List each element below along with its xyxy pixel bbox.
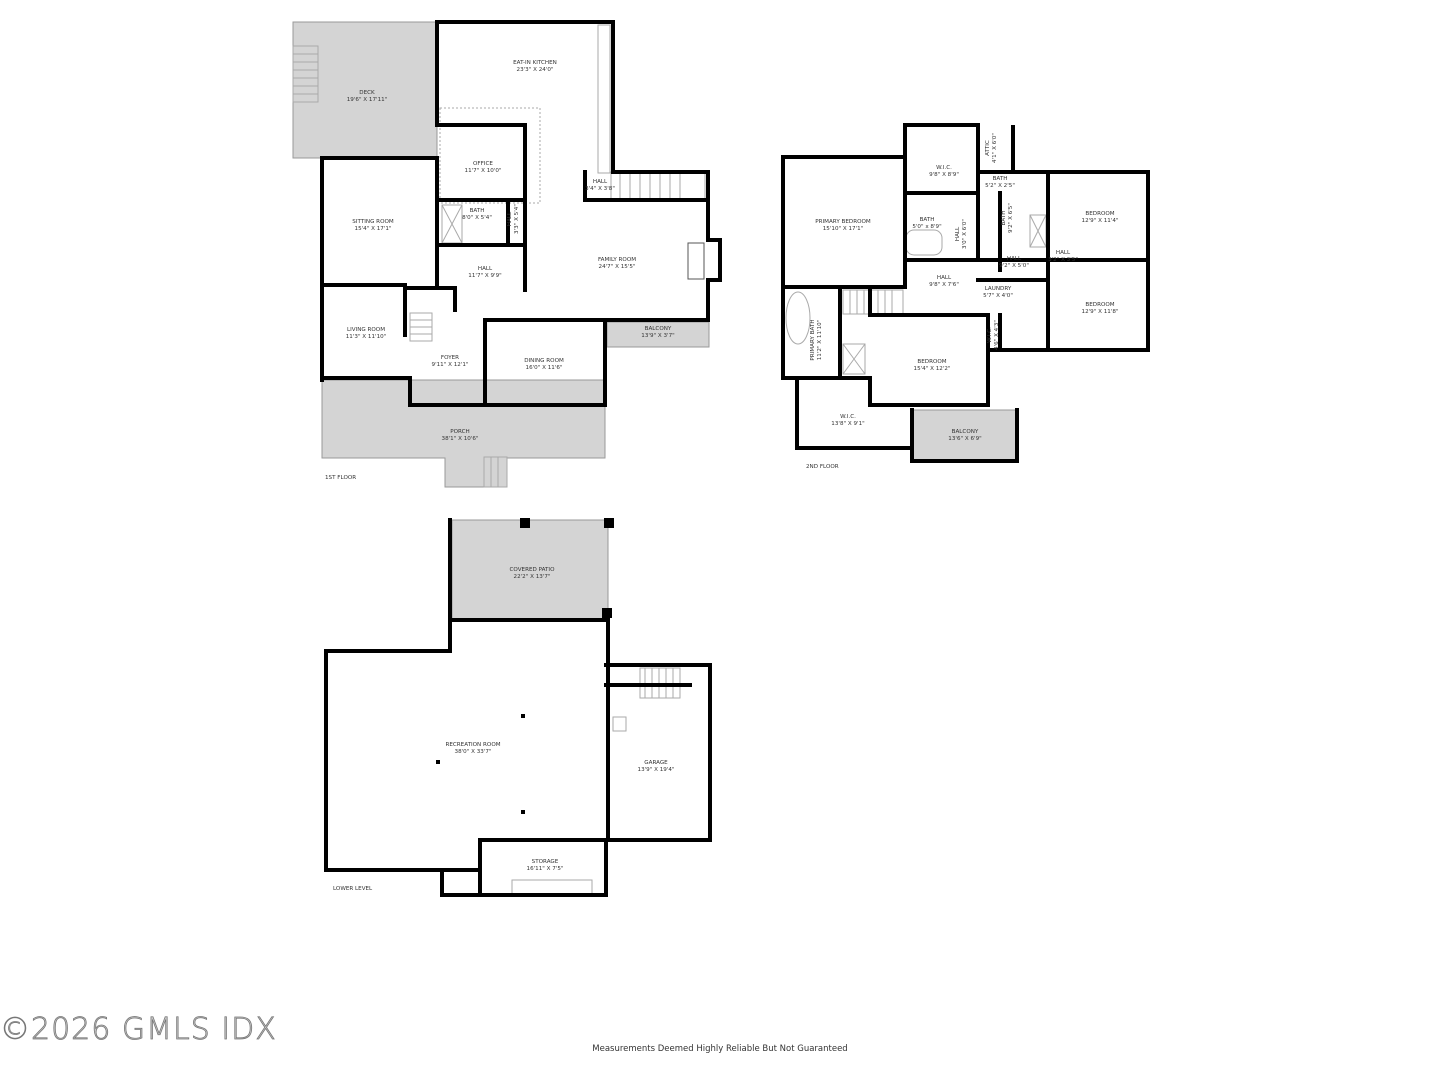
room-dimensions: 4'1" X 6'0": [992, 133, 998, 163]
floor-label: 2ND FLOOR: [806, 464, 839, 470]
room-dimensions: 13'9" X 3'7": [641, 333, 675, 339]
room-name: PRIMARY BATH: [810, 319, 816, 360]
room-dimensions: 3'2" X 3'5": [1048, 257, 1078, 263]
room-dimensions: 11'3" X 11'10": [346, 334, 387, 340]
room-dimensions: 12'9" X 11'4": [1082, 218, 1119, 224]
room-dimensions: 38'0" X 33'7": [455, 749, 492, 755]
room-dimensions: 3'4" X 3'8": [585, 186, 615, 192]
room-dimensions: 24'7" X 15'5": [599, 264, 636, 270]
floor-label: 1ST FLOOR: [325, 475, 356, 481]
room-name: HALL: [937, 275, 952, 281]
room-name: DINING ROOM: [524, 358, 564, 364]
room-name: HALL: [1056, 250, 1071, 256]
room-dimensions: 11'7" X 10'0": [465, 168, 502, 174]
room-dimensions: 19'6" X 17'11": [347, 97, 388, 103]
room-name: BALCONY: [952, 429, 979, 435]
room-name: ATTIC: [985, 140, 991, 156]
room-name: RECREATION ROOM: [445, 742, 500, 748]
room-dimensions: 9'8" X 8'9": [929, 172, 959, 178]
room-dimensions: 15'4" X 12'2": [914, 366, 951, 372]
room-dimensions: 11'2" X 11'10": [817, 319, 823, 360]
room-dimensions: 22'2" X 13'7": [514, 574, 551, 580]
room-dimensions: 9'8" X 7'6": [929, 282, 959, 288]
room-dimensions: 16'0" X 11'6": [526, 365, 563, 371]
room-name: HALL: [955, 226, 961, 241]
floor-label: LOWER LEVEL: [333, 886, 373, 892]
footer-disclaimer: Measurements Deemed Highly Reliable But …: [592, 1044, 848, 1054]
room-dimensions: 3'0" X 6'0": [962, 219, 968, 249]
room-dimensions: 5'0" x 8'9": [912, 224, 942, 230]
room-dimensions: 4'6" X 4'3": [994, 320, 1000, 350]
room-dimensions: 16'11" X 7'5": [527, 866, 564, 872]
room-dimensions: 15'10" X 17'1": [823, 226, 864, 232]
room-dimensions: 9'2" X 6'5": [1008, 203, 1014, 233]
room-name: DECK: [359, 90, 375, 96]
room-dimensions: 11'7" X 9'9": [468, 273, 502, 279]
room-dimensions: 9'11" X 12'1": [432, 362, 469, 368]
room-name: BATH: [920, 217, 935, 223]
room-name: W.I.C.: [840, 414, 856, 420]
room-name: LIVING ROOM: [347, 327, 385, 333]
room-name: BEDROOM: [1085, 211, 1114, 217]
columns: [436, 518, 614, 814]
room-name: BATH: [1001, 211, 1007, 226]
room-dimensions: 13'6" X 6'9": [948, 436, 982, 442]
room-name: PRIMARY BEDROOM: [815, 219, 871, 225]
room-name: BATH: [470, 208, 485, 214]
room-name: GARAGE: [644, 760, 668, 766]
room-dimensions: 5'2" X 2'5": [985, 183, 1015, 189]
room-dimensions: 12'9" X 11'8": [1082, 309, 1119, 315]
room-name: SITTING ROOM: [352, 219, 394, 225]
room-name: STORAGE: [532, 859, 559, 865]
walls: [320, 20, 1150, 897]
room-dimensions: 15'4" X 17'1": [355, 226, 392, 232]
room-name: HALL: [593, 179, 608, 185]
room-name: HALL: [1007, 256, 1022, 262]
watermark: ©2026 GMLS IDX: [0, 1012, 277, 1048]
room-name: BEDROOM: [917, 359, 946, 365]
room-name: BEDROOM: [1085, 302, 1114, 308]
room-name: HALL: [507, 211, 513, 226]
room-name: COVERED PATIO: [510, 567, 556, 573]
room-name: LAUNDRY: [985, 286, 1012, 292]
room-dimensions: 38'1" X 10'6": [442, 436, 479, 442]
room-dimensions: 13'8" X 9'1": [831, 421, 865, 427]
room-name: BATH: [993, 176, 1008, 182]
room-dimensions: 8'0" X 5'4": [462, 215, 492, 221]
room-name: W.I.C.: [987, 327, 993, 343]
room-dimensions: 5'7" X 4'0": [983, 293, 1013, 299]
room-dimensions: 23'3" X 24'0": [517, 67, 554, 73]
room-dimensions: 3'3" X 5'4": [514, 204, 520, 234]
room-name: BALCONY: [645, 326, 672, 332]
room-name: HALL: [478, 266, 493, 272]
room-dimensions: 13'9" X 19'4": [638, 767, 675, 773]
room-dimensions: 9'2" X 5'0": [999, 263, 1029, 269]
room-name: FOYER: [441, 355, 459, 361]
room-name: EAT-IN KITCHEN: [513, 60, 557, 66]
room-name: FAMILY ROOM: [598, 257, 636, 263]
room-name: PORCH: [450, 429, 470, 435]
room-name: W.I.C.: [936, 165, 952, 171]
fixtures: [439, 24, 1047, 897]
room-name: OFFICE: [473, 161, 493, 167]
